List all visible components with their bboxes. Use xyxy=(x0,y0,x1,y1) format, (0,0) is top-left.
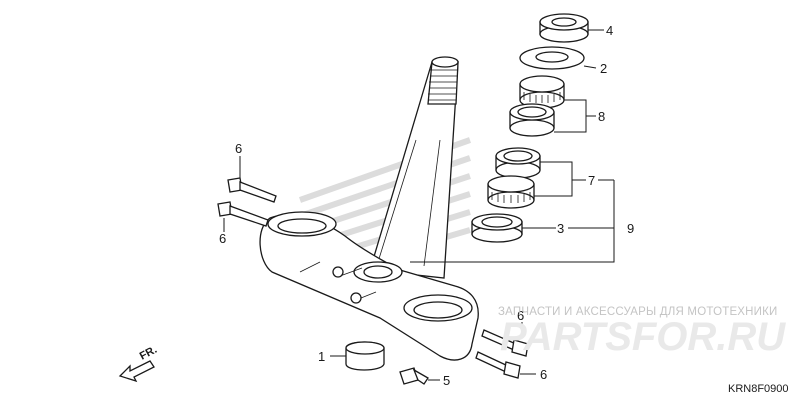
callout-6-top: 6 xyxy=(235,141,242,156)
direction-label: FR. xyxy=(138,344,159,363)
callout-8: 8 xyxy=(598,109,605,124)
part-6-bolts-lower xyxy=(475,329,529,379)
callout-4: 4 xyxy=(606,23,613,38)
callout-2: 2 xyxy=(600,61,607,76)
callout-6-left: 6 xyxy=(219,231,226,246)
part-7-lower-bearing xyxy=(487,147,541,209)
callout-5: 5 xyxy=(443,373,450,388)
part-8-upper-bearing xyxy=(509,75,565,137)
part-2-washer xyxy=(519,46,585,70)
watermark-logo: PARTSFOR.RU xyxy=(500,315,786,359)
part-3-dust-seal xyxy=(471,213,523,243)
part-6-bolts-upper xyxy=(217,177,277,227)
diagram-code: KRN8F0900 xyxy=(728,383,789,395)
callout-1: 1 xyxy=(318,349,325,364)
leader-lines xyxy=(223,29,615,381)
watermark-caption: ЗАПЧАСТИ И АКСЕССУАРЫ ДЛЯ МОТОТЕХНИКИ xyxy=(498,306,778,318)
part-4-lock-nut xyxy=(539,13,589,43)
callout-3: 3 xyxy=(557,221,564,236)
callout-9: 9 xyxy=(627,221,634,236)
part-1-clamp xyxy=(345,341,385,371)
part-5-bolt xyxy=(399,367,429,385)
callout-6-right-lower: 6 xyxy=(540,367,547,382)
steering-stem xyxy=(369,56,459,279)
front-direction-arrow-icon xyxy=(118,360,155,383)
callout-6-right-upper: 6 xyxy=(517,308,524,323)
callout-7: 7 xyxy=(588,173,595,188)
lower-bracket xyxy=(259,211,479,361)
